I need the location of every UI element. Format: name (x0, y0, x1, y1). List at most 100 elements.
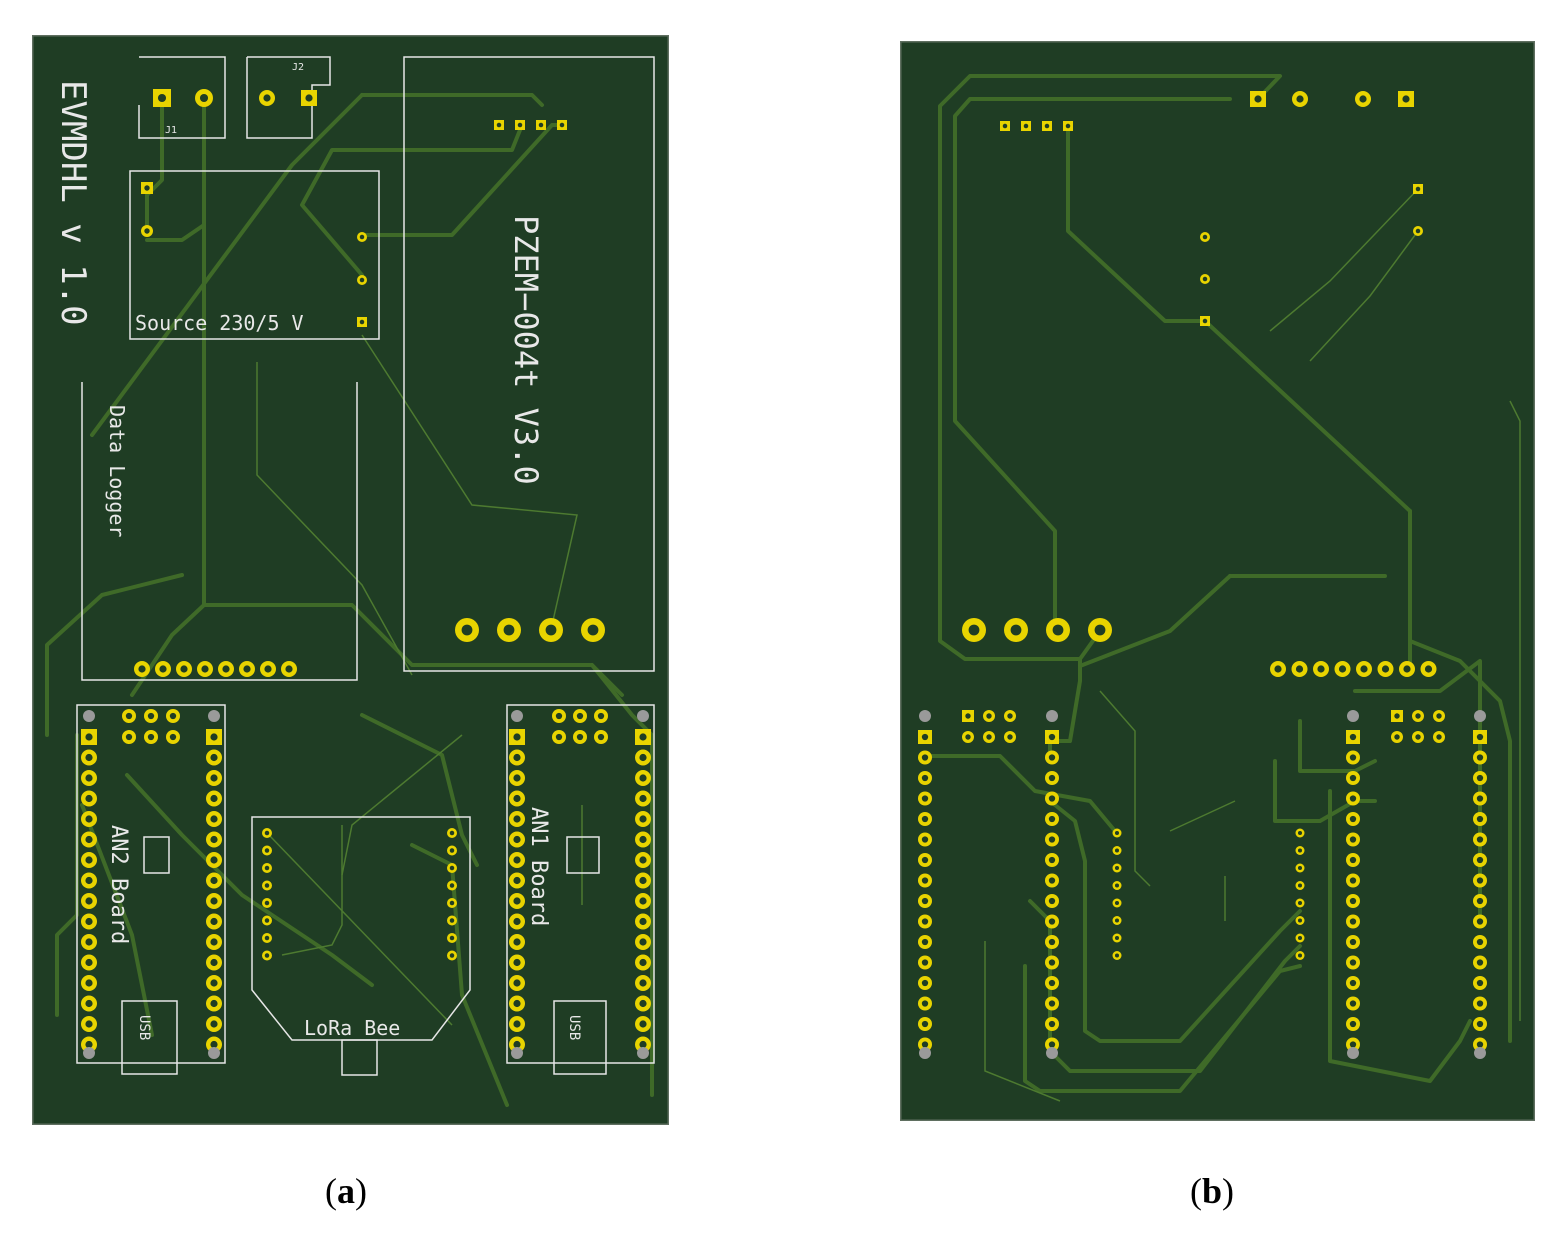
pad-hole (85, 979, 93, 987)
pad-hole (921, 754, 929, 761)
pad-hole (449, 900, 455, 906)
pad-hole (264, 883, 270, 888)
pad-hole (921, 897, 929, 905)
pad-hole (921, 918, 929, 925)
pad-hole (639, 897, 647, 905)
bottom-thin-traces (984, 188, 1521, 1102)
pad-hole (1349, 959, 1357, 966)
pad-hole (1048, 897, 1056, 905)
pad-hole (1048, 754, 1056, 761)
pad-hole (1114, 865, 1120, 871)
pad-hole (1424, 665, 1433, 673)
pad-hole (1048, 877, 1056, 884)
pad-hole (513, 753, 521, 762)
pad-hole (1048, 959, 1056, 966)
pad-hole (1349, 938, 1357, 946)
pad-hole (921, 836, 929, 843)
pad-hole (1349, 836, 1357, 843)
pad-hole (1476, 733, 1484, 741)
pcb-bottom-view (898, 39, 1537, 1123)
pad-hole (263, 94, 271, 102)
pad-hole (1114, 935, 1120, 941)
pad-hole (85, 917, 93, 926)
pad-hole (986, 713, 992, 719)
pad-hole (965, 734, 971, 740)
pad-hole (210, 958, 218, 967)
pad-hole (513, 938, 521, 946)
pad-hole (1114, 883, 1120, 888)
mounting-hole (511, 710, 523, 722)
pad-hole (264, 665, 272, 673)
pad-hole (496, 122, 502, 128)
pad-hole (1114, 900, 1120, 906)
pad-hole (513, 876, 521, 885)
pad-hole (639, 753, 647, 762)
j2-label: J2 (292, 62, 304, 73)
pad-hole (559, 122, 565, 128)
pad-hole (359, 319, 365, 325)
pad-hole (986, 734, 992, 740)
pad-hole (210, 1020, 218, 1028)
pad-hole (1349, 1020, 1357, 1028)
pad-hole (1476, 795, 1484, 802)
pad-hole (1349, 795, 1357, 802)
j1-label: J1 (165, 125, 177, 136)
pcb-top-svg: EVMDHL v 1.0 Source 230/5 V PZEM−004t V3… (30, 33, 671, 1127)
pad-hole (587, 624, 599, 636)
pad-hole (1048, 836, 1056, 843)
caption-a-open: ( (325, 1171, 337, 1211)
pad-hole (1476, 897, 1484, 905)
pad-hole (85, 794, 93, 803)
pad-hole (210, 897, 218, 905)
pad-hole (210, 938, 218, 946)
pad-hole (1476, 918, 1484, 925)
board-outline (30, 33, 671, 1127)
pad-hole (147, 733, 155, 741)
pad-hole (1094, 624, 1106, 636)
pad-hole (264, 830, 270, 836)
pzem-label: PZEM−004t V3.0 (507, 215, 545, 485)
caption-a-close: ) (355, 1171, 367, 1211)
pad-hole (639, 774, 647, 782)
pad-hole (1048, 795, 1056, 802)
pad-hole (1415, 734, 1421, 740)
pad-hole (85, 897, 93, 905)
pad-hole (1349, 815, 1357, 823)
mounting-hole (83, 710, 95, 722)
pad-hole (1297, 918, 1303, 923)
pad-hole (85, 856, 93, 864)
top-thin-traces (256, 334, 583, 1026)
pad-hole (1007, 713, 1013, 719)
board-outline (898, 39, 1537, 1123)
pad-hole (210, 979, 218, 987)
pad-hole (285, 665, 293, 673)
an1-board-label: AN1 Board (526, 807, 551, 926)
pad-hole (597, 712, 605, 720)
pad-hole (210, 856, 218, 864)
mounting-hole (1347, 1047, 1359, 1059)
pad-hole (639, 999, 647, 1008)
bottom-pads (918, 91, 1487, 1059)
caption-b-letter: b (1202, 1171, 1223, 1211)
pad-hole (1274, 665, 1282, 673)
pad-hole (1415, 186, 1421, 192)
mounting-hole (208, 710, 220, 722)
pad-hole (968, 624, 980, 636)
pad-hole (513, 979, 521, 987)
pad-hole (85, 999, 93, 1008)
pad-hole (597, 733, 605, 741)
pad-hole (1349, 1041, 1357, 1048)
pad-hole (1317, 665, 1325, 673)
pad-hole (85, 1040, 93, 1049)
pad-hole (513, 856, 521, 864)
pad-hole (1202, 276, 1208, 282)
pad-hole (921, 1041, 929, 1048)
pad-hole (1052, 624, 1064, 636)
pad-hole (639, 917, 647, 926)
pad-hole (639, 1020, 647, 1028)
pad-hole (1048, 1000, 1056, 1007)
pad-hole (210, 876, 218, 885)
pad-hole (159, 665, 167, 673)
pad-hole (210, 794, 218, 803)
pad-hole (513, 1040, 521, 1049)
